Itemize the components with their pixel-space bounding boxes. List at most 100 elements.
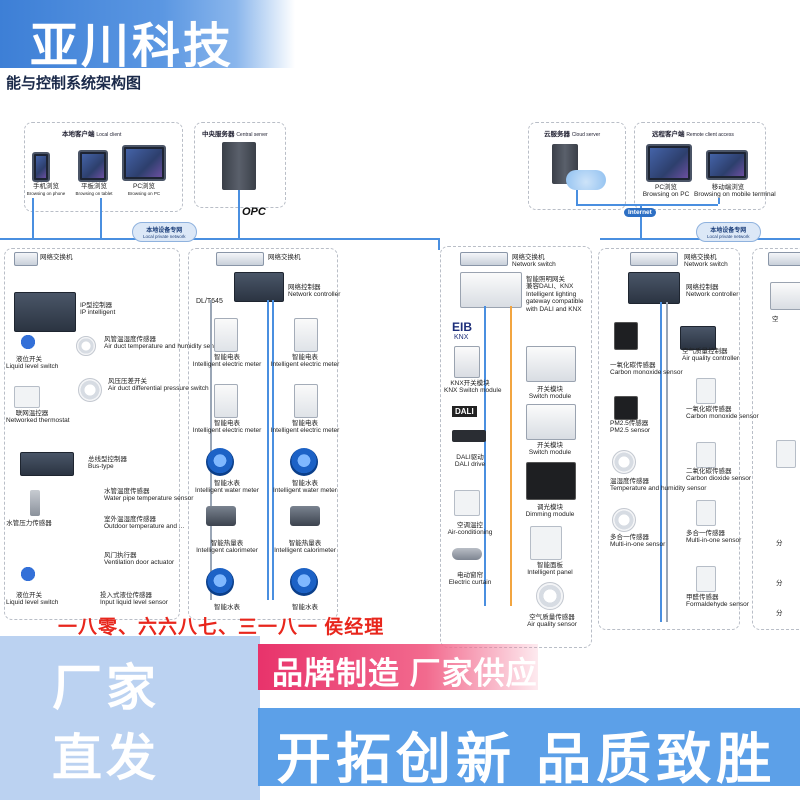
curtain-motor-icon	[452, 548, 482, 560]
dimming-module-icon	[526, 462, 576, 500]
contact-phone: 一八零、六六八七、三一八一 侯经理	[58, 617, 385, 638]
tagline-1-background	[258, 644, 538, 690]
env-bus-line	[660, 302, 662, 622]
meter-box	[188, 248, 338, 620]
edge-label: 分	[776, 540, 783, 547]
server-drop-line	[238, 190, 240, 238]
lighting-gateway-icon	[460, 272, 522, 308]
factory-block	[0, 636, 260, 800]
intelligent-panel-icon	[530, 526, 562, 560]
lighting-bus-line-orange	[510, 306, 512, 606]
internet-drop-line	[640, 204, 642, 238]
air-quality-sensor-icon	[536, 582, 564, 610]
level-switch-icon	[18, 334, 38, 350]
central-server-box	[194, 122, 286, 208]
lighting-bus-line	[484, 306, 486, 606]
central-server-icon	[222, 142, 256, 190]
pm25-sensor-icon	[614, 396, 638, 420]
lighting-drop-line	[438, 238, 440, 250]
electric-meter-icon	[294, 384, 318, 418]
left-switch-label: 网络交换机	[40, 254, 73, 261]
multi-sensor-2-icon	[696, 500, 716, 526]
local-client-box	[24, 122, 183, 212]
remote-pc-icon	[646, 144, 692, 182]
knx-switch-module-icon	[454, 346, 480, 378]
left-lan-line	[0, 238, 440, 240]
client-drop-line	[32, 198, 34, 238]
thermostat-icon	[14, 386, 40, 408]
edge-label: 分	[776, 610, 783, 617]
heat-meter-icon	[290, 506, 320, 526]
brand-banner	[0, 0, 295, 68]
opc-logo: OPC	[242, 206, 266, 218]
right-network-controller-icon	[628, 272, 680, 304]
meter-bus-line	[272, 300, 274, 600]
central-server-title: 中央服务器 Central server	[202, 131, 268, 138]
local-client-title: 本地客户端 Local client	[62, 131, 122, 138]
water-meter-label: 智能水表	[214, 604, 240, 611]
aq-controller-icon	[680, 326, 716, 350]
tagline-1: 品牌制造 厂家供应	[272, 656, 538, 691]
lighting-gateway-label: 智能照明网关兼容DALI、KNX Intelligent lighting ga…	[526, 276, 584, 313]
edge-box	[752, 248, 800, 630]
tagline-2: 开拓创新 品质致胜	[276, 728, 777, 790]
internet-line	[576, 204, 718, 206]
level-switch-2-icon	[18, 566, 38, 582]
right-switch-icon	[630, 252, 678, 266]
meter-switch-label: 网络交换机	[268, 254, 301, 261]
multi-sensor-icon	[612, 508, 636, 532]
ip-controller-icon	[14, 292, 76, 332]
meter-switch-icon	[216, 252, 264, 266]
dali-drive-icon	[452, 430, 486, 442]
heat-meter-icon	[206, 506, 236, 526]
eib-logo: EIB	[452, 320, 473, 334]
tagline-2-background	[258, 708, 800, 786]
env-bus-line	[666, 302, 668, 622]
cloud-icon	[566, 170, 606, 190]
edge-label: 空	[772, 316, 779, 323]
co-sensor-2-icon	[696, 378, 716, 404]
bus-controller-icon	[20, 452, 74, 476]
water-meter-icon	[290, 448, 318, 476]
edge-label: 分	[776, 580, 783, 587]
mid-switch-icon	[460, 252, 508, 266]
meter-bus-line	[267, 300, 269, 600]
left-field-box	[4, 248, 180, 620]
mobile-terminal-icon	[706, 150, 748, 180]
water-meter-icon	[290, 568, 318, 596]
water-meter-icon	[206, 568, 234, 596]
